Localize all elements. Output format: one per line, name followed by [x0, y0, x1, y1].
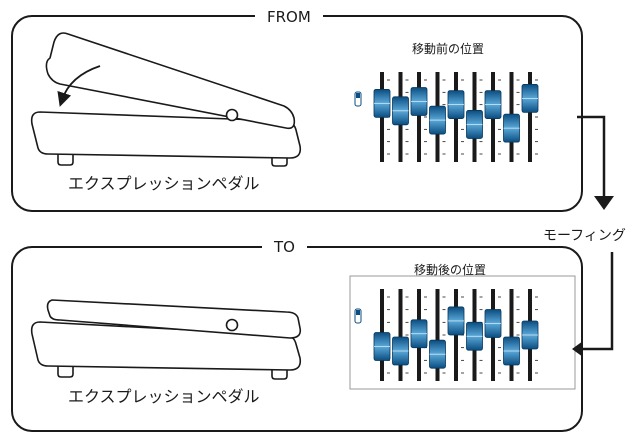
from-arrow-head — [594, 196, 614, 210]
from-to-morph-arrow-icon — [577, 115, 606, 196]
from-fader-bank-icon — [354, 72, 539, 162]
from-pedal-icon — [30, 32, 302, 167]
to-pedal-icon — [30, 299, 302, 380]
to-switch-icon — [354, 308, 362, 324]
to-fader-track — [398, 289, 403, 381]
morphing-label: モーフィング — [543, 228, 626, 244]
to-fader-track — [509, 289, 514, 381]
from-fader-caption: 移動前の位置 — [412, 42, 485, 56]
from-fader-track — [528, 72, 532, 162]
morph-to-target-arrow-icon — [583, 252, 614, 351]
to-fader-caption: 移動後の位置 — [414, 263, 487, 277]
to-title: TO — [262, 238, 307, 256]
to-fader-track — [435, 289, 440, 381]
from-fader-track — [417, 72, 421, 162]
from-switch-icon — [354, 91, 362, 107]
from-title: FROM — [255, 8, 323, 26]
press-arrow-icon — [57, 65, 101, 107]
to-fader-bank-icon — [354, 289, 539, 381]
to-pedal-label: エクスプレッションペダル — [68, 387, 260, 406]
from-pedal-label: エクスプレッションペダル — [68, 174, 260, 193]
to-arrow-head — [572, 341, 583, 357]
